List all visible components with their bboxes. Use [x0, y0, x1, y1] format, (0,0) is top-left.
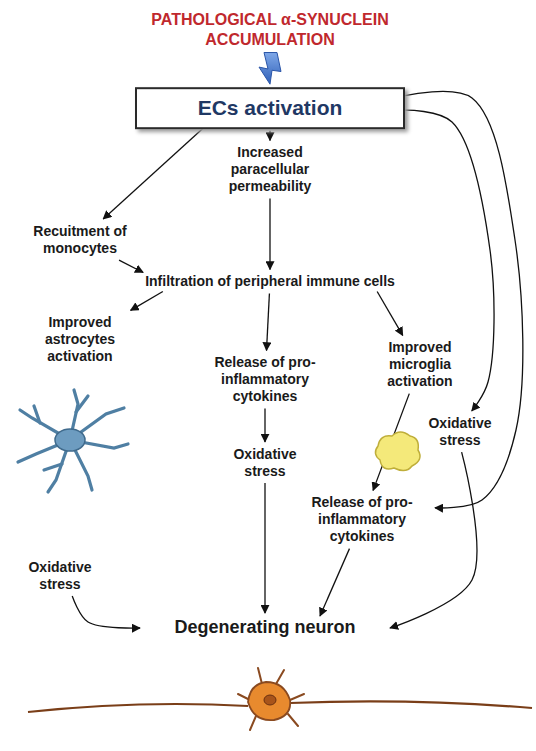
- flow-arrow: [377, 292, 403, 336]
- node-text: Oxidative stress: [227, 446, 303, 480]
- node-text: Oxidative stress: [22, 559, 98, 593]
- effect-text: Increased paracellular permeability: [210, 143, 330, 196]
- microglia-illustration: [375, 432, 420, 471]
- flow-arrow: [269, 199, 270, 270]
- flow-arrow: [103, 129, 202, 219]
- effect-text: Infiltration of peripheral immune cells: [129, 272, 411, 291]
- effect-text: Improved microglia activation: [375, 338, 465, 391]
- node-text: Improved astrocytes activation: [22, 314, 138, 365]
- effect-text: Release of pro-inflammatory cytokines: [204, 353, 326, 406]
- neuron-illustration: [28, 668, 532, 730]
- node-text: Oxidative stress: [426, 415, 494, 449]
- node-text: Improved microglia activation: [377, 339, 463, 390]
- effect-text: Oxidative stress: [225, 445, 305, 481]
- node-text: Degenerating neuron: [142, 617, 388, 639]
- flow-arrow: [267, 294, 270, 351]
- effect-text: Oxidative stress: [20, 558, 100, 594]
- node-text: Release of pro-inflammatory cytokines: [206, 354, 324, 405]
- node-text: Recuitment of monocytes: [17, 223, 143, 257]
- flow-arrow: [119, 260, 143, 272]
- cause-label: PATHOLOGICAL α-SYNUCLEIN ACCUMULATION: [145, 9, 395, 50]
- flow-arrow: [390, 452, 477, 628]
- effect-text: Oxidative stress: [424, 414, 496, 450]
- node-text: Increased paracellular permeability: [212, 144, 328, 195]
- node-text: Infiltration of peripheral immune cells: [131, 273, 409, 290]
- flow-arrow: [131, 292, 163, 311]
- effect-text: Release of pro-inflammatory cytokines: [292, 493, 432, 546]
- effect-text: Improved astrocytes activation: [20, 313, 140, 366]
- effect-text: Recuitment of monocytes: [15, 222, 145, 258]
- outcome-label: Degenerating neuron: [140, 616, 390, 640]
- flow-arrow: [264, 409, 265, 442]
- flow-arrow: [269, 131, 270, 141]
- flow-arrow: [405, 91, 523, 508]
- flow-arrow: [264, 483, 265, 613]
- flow-arrow: [320, 549, 349, 616]
- node-text: ECs activation: [145, 95, 395, 121]
- astrocyte-illustration: [18, 390, 128, 492]
- flow-arrow: [72, 596, 140, 628]
- process-box: ECs activation: [135, 87, 405, 129]
- node-text: PATHOLOGICAL α-SYNUCLEIN ACCUMULATION: [147, 10, 393, 49]
- lightning-arrow: [259, 53, 281, 85]
- node-text: Release of pro-inflammatory cytokines: [294, 494, 430, 545]
